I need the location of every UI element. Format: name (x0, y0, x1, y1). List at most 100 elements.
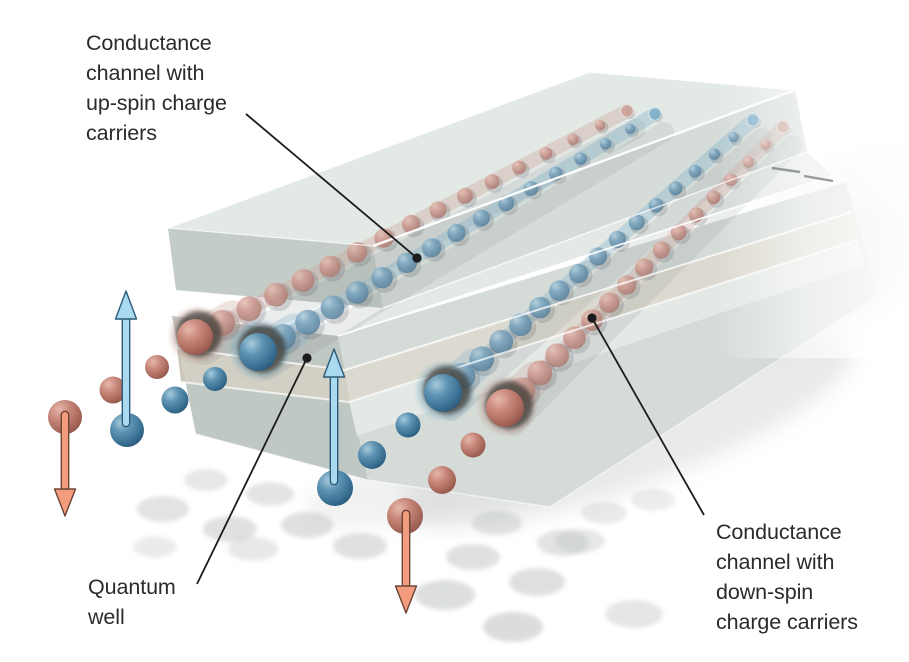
down-spin-carrier-sphere (460, 432, 486, 458)
slab-highlight-layer (167, 48, 909, 508)
up-spin-channel-exit (416, 362, 474, 420)
floor-shadow (246, 482, 294, 506)
tube-sphere (628, 214, 645, 231)
tube-sphere (320, 295, 345, 320)
floor-shadow (631, 489, 675, 511)
tube-sphere (371, 266, 393, 289)
reflection-dash (803, 174, 834, 183)
up-spin-carrier-sphere (424, 374, 462, 412)
tube-sphere (599, 292, 620, 313)
up-spin-carrier-sphere (239, 333, 277, 371)
spin-up-arrow (114, 290, 138, 428)
down-spin-carrier-sphere (177, 319, 213, 355)
tube-shadow (257, 122, 674, 380)
down-spin-carrier-sphere (428, 466, 456, 494)
tube-sphere (346, 242, 368, 263)
tube-end-cap (648, 107, 662, 121)
tube-sphere (295, 309, 321, 335)
up-spin-carrier-sphere (395, 412, 421, 438)
tube-sphere (447, 223, 466, 243)
floor-shadow (184, 469, 228, 491)
quantum-well-leader (196, 353, 312, 585)
slab-edge (167, 227, 374, 247)
leader-dot (412, 253, 422, 263)
slab-edge (180, 239, 859, 404)
tube-sphere (599, 138, 612, 150)
down-spin-channel-leader (587, 313, 705, 516)
tube-sphere (422, 238, 442, 258)
floor-shadow (133, 536, 177, 558)
floor-shadow (581, 502, 627, 524)
reflection-dash (771, 166, 801, 174)
tube-sphere (291, 269, 315, 292)
down-spin-channel-exit (170, 308, 224, 362)
up-spin-channel-leader (245, 113, 422, 263)
tube-sphere (264, 282, 288, 307)
down-spin-carrier-sphere (486, 389, 524, 427)
label-down-spin-channel: Conductance channel with down-spin charg… (716, 520, 858, 634)
spin-down-arrow (394, 509, 418, 614)
tube-sphere (529, 296, 551, 319)
leader-dot (587, 313, 597, 323)
slab-front-face-upper (373, 90, 807, 308)
down-spin-carrier-sphere (145, 355, 169, 379)
floor-shadow (415, 580, 475, 610)
leader-line (245, 113, 418, 259)
annotation-layer (196, 113, 705, 585)
tube-sphere (708, 148, 720, 160)
leader-line (196, 357, 308, 585)
tube-sphere (345, 281, 369, 304)
floor-shadow (605, 600, 663, 628)
tube-sphere (319, 255, 341, 278)
tube-sphere (527, 360, 553, 386)
tube-sphere (652, 241, 670, 259)
up-spin-carrier-sphere (161, 386, 189, 414)
tube-shadow (442, 128, 772, 421)
leader-dot (302, 353, 312, 363)
slab-haze (168, 72, 878, 507)
tube-sphere (457, 187, 473, 204)
tube-sphere (472, 209, 490, 227)
tube-sphere (574, 152, 587, 165)
tube-sphere (549, 280, 570, 301)
down-spin-channel-exit (478, 377, 536, 435)
tube-sphere (512, 160, 526, 175)
floor-shadow (483, 612, 543, 642)
spin-up-arrow (322, 348, 346, 486)
tube-sphere (567, 133, 579, 145)
tube-sphere (489, 329, 514, 354)
floor-shadow (509, 568, 565, 596)
tube-sphere (539, 147, 553, 160)
floor-shadow (137, 496, 189, 522)
tube-sphere (545, 343, 570, 368)
tube-sphere (625, 123, 636, 135)
down-spin-carrier-sphere (99, 376, 127, 404)
up-spin-carrier-sphere (203, 367, 227, 391)
up-spin-carrier-sphere (317, 470, 353, 506)
tube-sphere (706, 190, 721, 205)
floor-shadow (228, 537, 278, 561)
floor-shadow (333, 533, 387, 559)
tube-end-cap (620, 104, 634, 118)
tube-sphere (429, 201, 447, 219)
tube-sphere (568, 263, 589, 284)
up-spin-channel-exit (231, 321, 289, 379)
up-spin-carrier-sphere (358, 441, 386, 469)
arrow-head (322, 348, 346, 378)
right-fade (718, 48, 909, 358)
floor-shadow (203, 516, 257, 542)
carrier-layer (48, 290, 536, 614)
tube-sphere (588, 247, 608, 266)
arrow-head (53, 488, 77, 517)
arrow-head (114, 290, 138, 320)
floor-shadow (446, 544, 500, 570)
tube-sphere (670, 224, 687, 241)
tube-sphere (594, 119, 606, 131)
tube-sphere (668, 181, 683, 196)
tube-sphere (484, 174, 500, 190)
floor-shadow (555, 529, 605, 553)
slab-top-face (168, 72, 795, 246)
tube-sphere (688, 164, 702, 178)
